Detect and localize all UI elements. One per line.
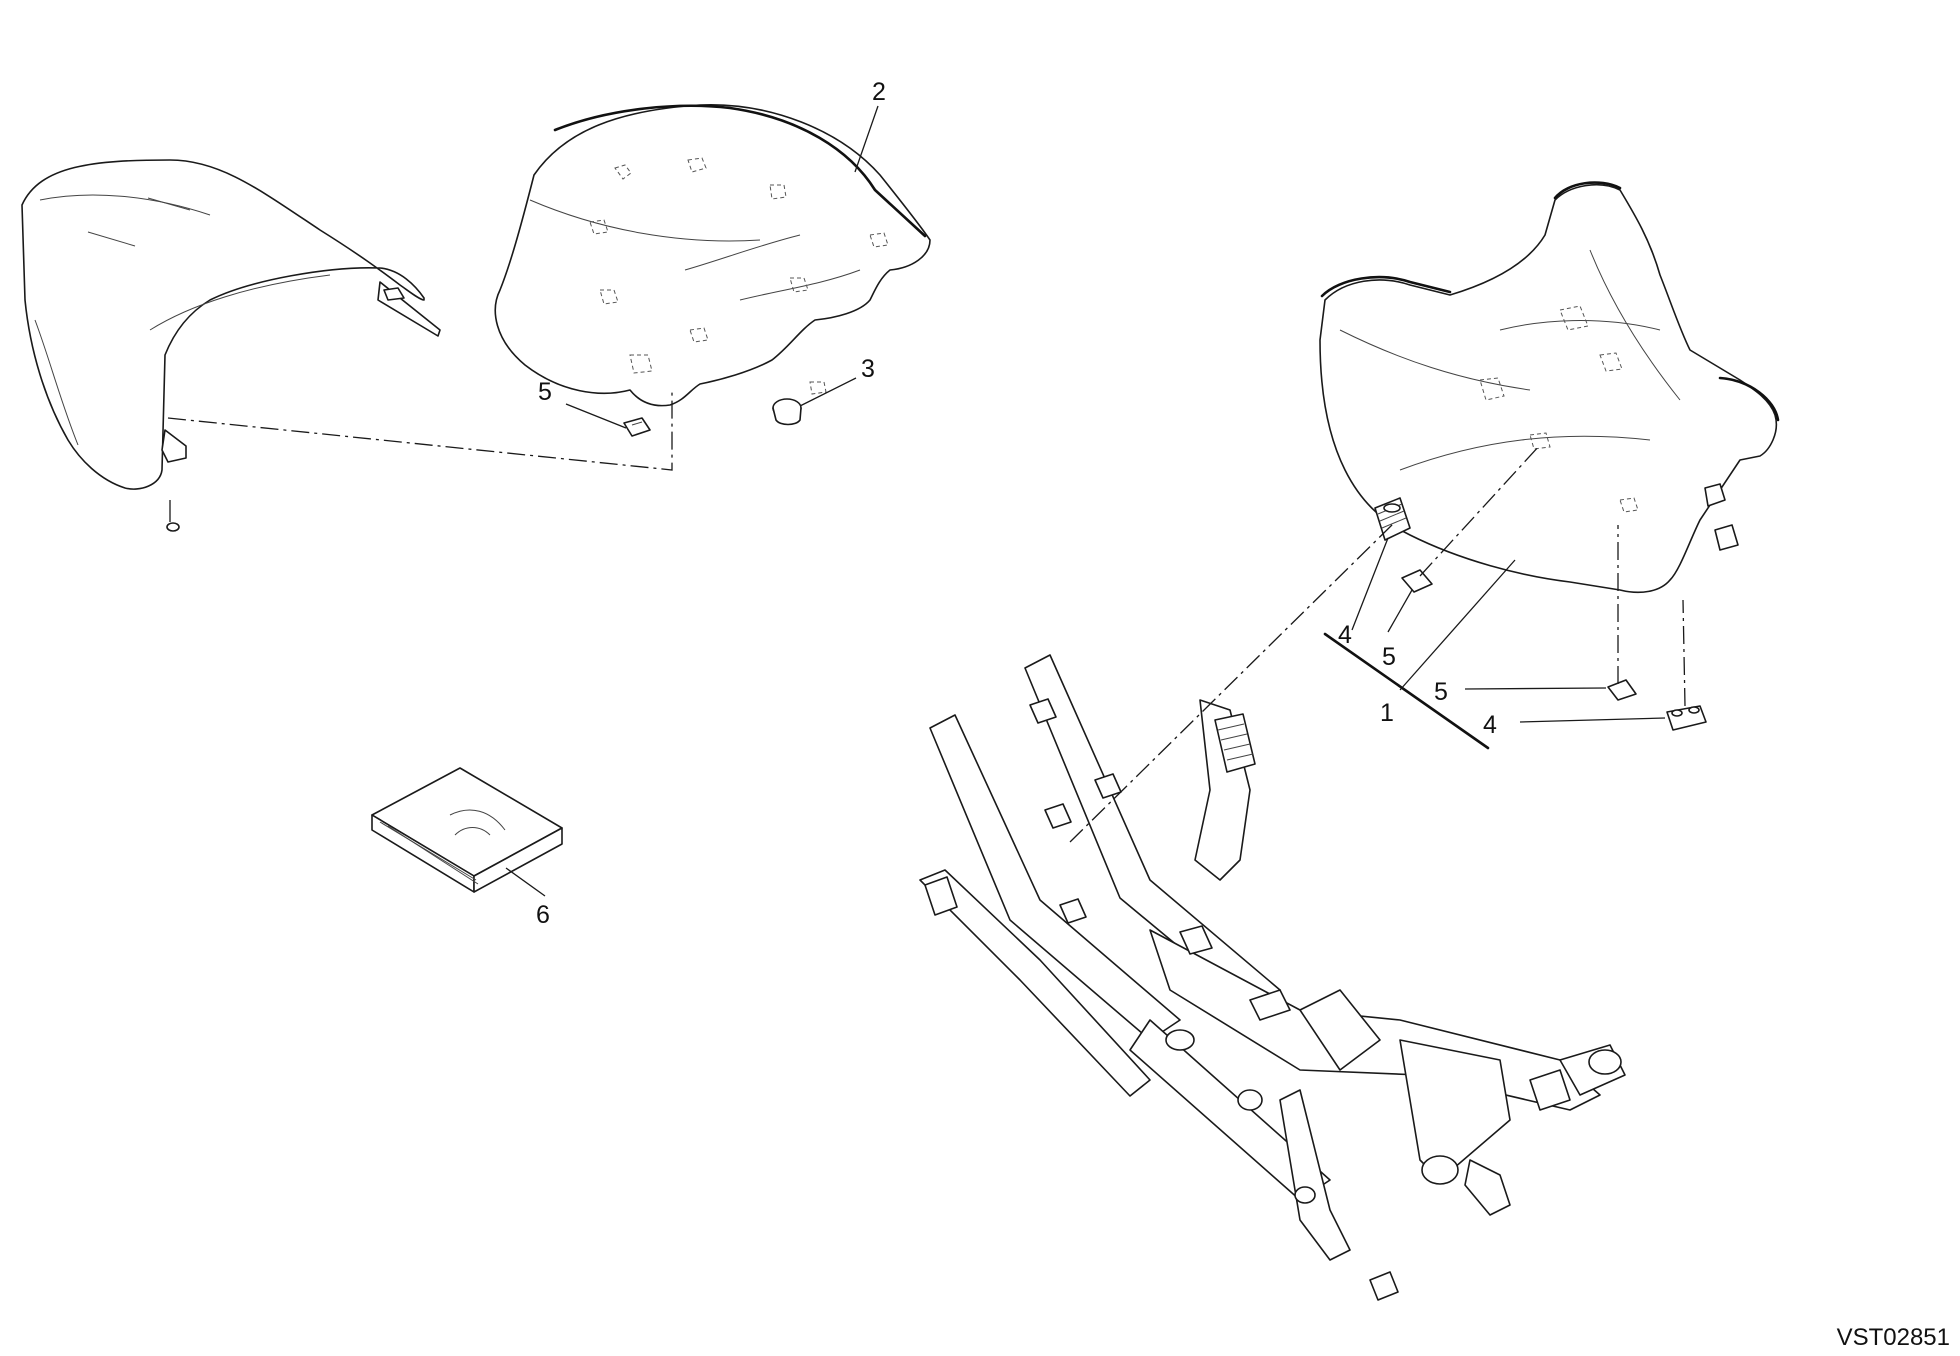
callout-4: 4 [1483, 711, 1497, 739]
rubber-damper-lower [1666, 705, 1707, 731]
seat-assembly [1319, 181, 1780, 594]
drawing-code: VST02851 [1837, 1324, 1950, 1351]
callout-5: 5 [538, 378, 552, 406]
callout-labels: 2 3 5 6 4 5 1 5 4 [536, 78, 1497, 929]
chain-line-frame-to-seat [1069, 521, 1396, 843]
callout-4: 4 [1338, 621, 1352, 649]
chain-line-cover-to-seat [167, 390, 673, 471]
leader-4a [1351, 537, 1389, 631]
leader-2 [854, 105, 879, 173]
callout-5: 5 [1434, 678, 1448, 706]
callout-2: 2 [872, 78, 886, 106]
leader-5c [1464, 687, 1607, 690]
leader-3 [799, 377, 857, 407]
callout-3: 3 [861, 355, 875, 383]
rider-seat [494, 104, 931, 407]
clip-nut-lower [1607, 679, 1637, 701]
passenger-seat-cover [21, 159, 441, 532]
clip-nut-upper [623, 417, 651, 437]
rubber-grommet [772, 398, 802, 426]
leader-4b [1519, 717, 1666, 723]
leader-1 [1399, 559, 1516, 691]
chain-line-lower-damper [1682, 599, 1686, 707]
reference-lines [167, 105, 1686, 897]
callout-5: 5 [1382, 643, 1396, 671]
kit-bracket [1323, 632, 1490, 750]
leader-5b [1387, 589, 1413, 633]
callout-6: 6 [536, 901, 550, 929]
leader-5a [565, 403, 627, 429]
owners-manual [371, 767, 563, 893]
chain-line-clip-to-seat [1419, 444, 1541, 577]
callout-1: 1 [1380, 699, 1394, 727]
rubber-damper-upper [1374, 497, 1411, 541]
leader-6 [505, 867, 546, 897]
rear-subframe [919, 654, 1626, 1301]
clip-nut-middle [1401, 569, 1433, 593]
